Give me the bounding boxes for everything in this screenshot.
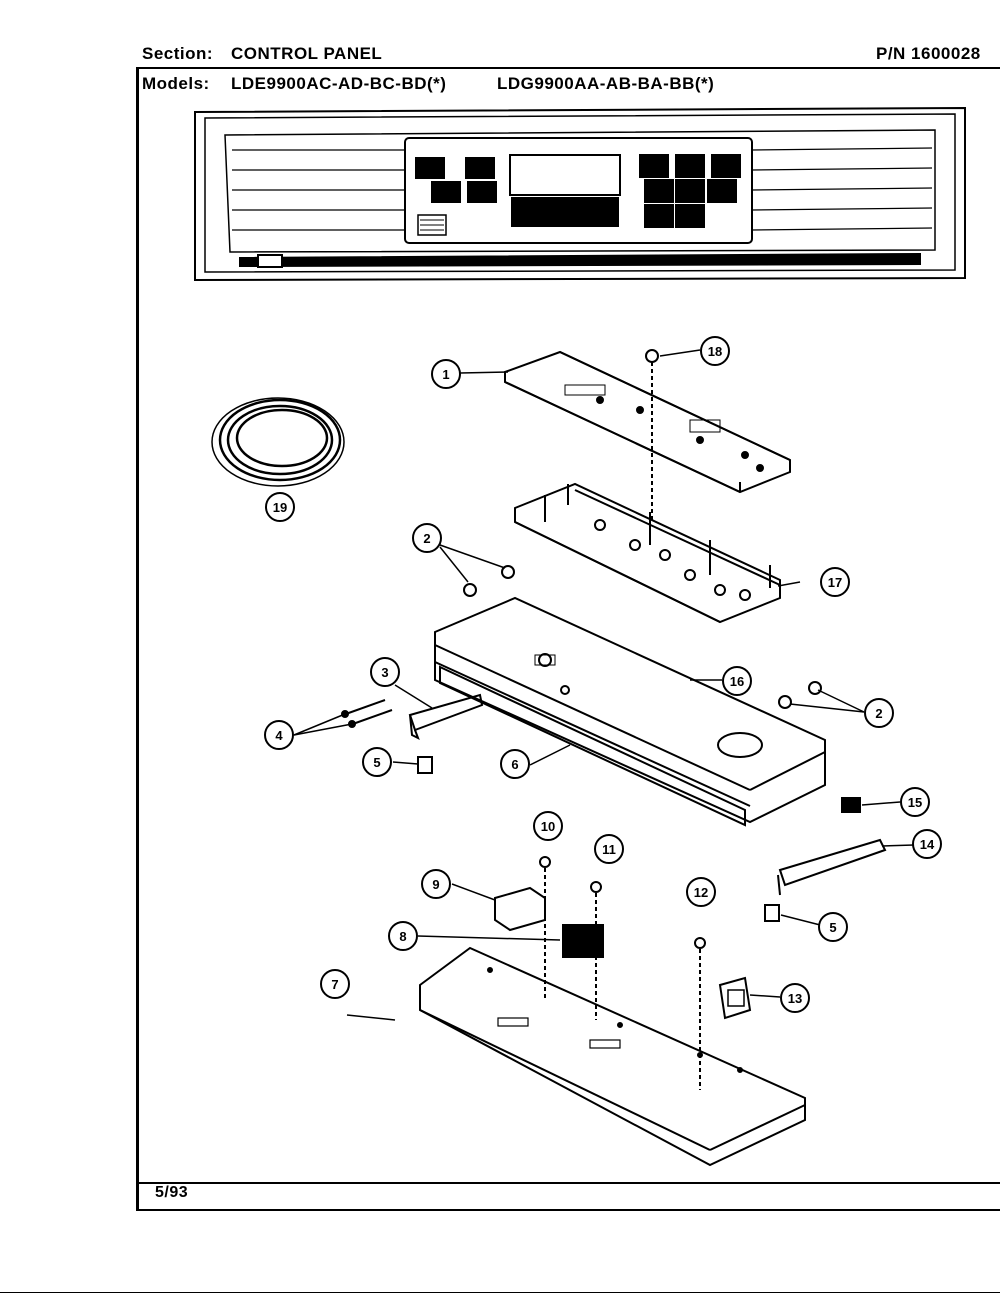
models-label: Models: [142, 74, 210, 93]
callout-14: 14 [912, 829, 942, 859]
callout-13: 13 [780, 983, 810, 1013]
callout-11: 11 [594, 834, 624, 864]
page-bottom-rule [0, 1292, 1000, 1293]
callout-15: 15 [900, 787, 930, 817]
screw [539, 856, 551, 868]
module [494, 886, 546, 932]
screws [341, 699, 393, 728]
wire-harness [211, 397, 345, 487]
board-housing [514, 482, 781, 624]
control-panel-front [194, 106, 966, 282]
callout-19: 19 [265, 492, 295, 522]
callout-3: 3 [370, 657, 400, 687]
section-value: CONTROL PANEL [231, 44, 383, 63]
nut [501, 565, 515, 579]
callout-4: 4 [264, 720, 294, 750]
callout-10: 10 [533, 811, 563, 841]
callout-16: 16 [722, 666, 752, 696]
models-value-1: LDE9900AC-AD-BC-BD(*) [231, 74, 447, 93]
transformer [718, 976, 752, 1020]
callout-12: 12 [686, 877, 716, 907]
callout-6: 6 [500, 749, 530, 779]
callout-7: 7 [320, 969, 350, 999]
diagram-frame [136, 67, 1000, 1209]
connector [841, 797, 861, 813]
nut [808, 681, 822, 695]
callout-2b: 2 [864, 698, 894, 728]
circuit-board [504, 350, 791, 494]
callout-18: 18 [700, 336, 730, 366]
callout-5b: 5 [818, 912, 848, 942]
callout-2: 2 [412, 523, 442, 553]
left-bracket [408, 693, 484, 741]
callout-8: 8 [388, 921, 418, 951]
nut [778, 695, 792, 709]
callout-9: 9 [421, 869, 451, 899]
screw [694, 937, 706, 949]
right-bracket [778, 838, 887, 887]
chassis-plate [434, 596, 826, 827]
footer-bar [136, 1182, 1000, 1211]
screw [590, 881, 602, 893]
clip-left [417, 756, 433, 774]
clip-right [764, 904, 780, 922]
standoff [645, 349, 659, 363]
callout-5: 5 [362, 747, 392, 777]
models-value-2: LDG9900AA-AB-BA-BB(*) [497, 74, 715, 93]
leader-lines [293, 349, 915, 1021]
section-label: Section: [142, 44, 214, 63]
callout-1: 1 [431, 359, 461, 389]
part-number: P/N 1600028 [876, 44, 981, 63]
callout-17: 17 [820, 567, 850, 597]
nut [463, 583, 477, 597]
footer-date: 5/93 [155, 1184, 189, 1201]
base-panel [419, 946, 806, 1167]
